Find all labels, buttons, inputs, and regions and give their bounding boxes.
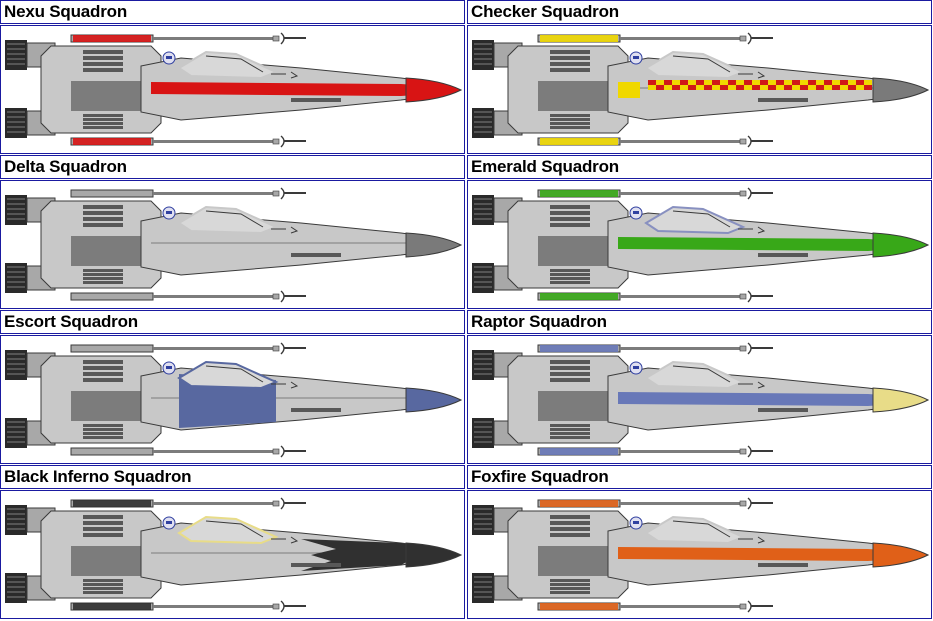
panel-title-bar: Raptor Squadron bbox=[467, 310, 932, 334]
ship-view bbox=[0, 490, 465, 619]
squadron-title: Foxfire Squadron bbox=[471, 467, 609, 486]
panel-checker-squadron: Checker Squadron bbox=[467, 0, 932, 154]
panel-black-inferno-squadron: Black Inferno Squadron bbox=[0, 465, 465, 619]
starfighter-illustration bbox=[5, 342, 463, 458]
ship-view bbox=[467, 25, 932, 154]
starfighter-illustration bbox=[472, 187, 930, 303]
squadron-title: Nexu Squadron bbox=[4, 2, 128, 21]
panel-emerald-squadron: Emerald Squadron bbox=[467, 155, 932, 309]
starfighter-illustration bbox=[5, 497, 463, 613]
squadron-title: Escort Squadron bbox=[4, 312, 138, 331]
panel-escort-squadron: Escort Squadron bbox=[0, 310, 465, 464]
panel-title-bar: Escort Squadron bbox=[0, 310, 465, 334]
starfighter-illustration bbox=[5, 187, 463, 303]
panel-title-bar: Checker Squadron bbox=[467, 0, 932, 24]
starfighter-illustration bbox=[472, 497, 930, 613]
ship-view bbox=[467, 335, 932, 464]
ship-view bbox=[467, 490, 932, 619]
starfighter-illustration bbox=[5, 32, 463, 148]
starfighter-illustration bbox=[472, 32, 930, 148]
squadron-title: Delta Squadron bbox=[4, 157, 127, 176]
panel-raptor-squadron: Raptor Squadron bbox=[467, 310, 932, 464]
panel-title-bar: Nexu Squadron bbox=[0, 0, 465, 24]
ship-view bbox=[0, 335, 465, 464]
panel-title-bar: Foxfire Squadron bbox=[467, 465, 932, 489]
panel-title-bar: Emerald Squadron bbox=[467, 155, 932, 179]
squadron-title: Emerald Squadron bbox=[471, 157, 619, 176]
ship-view bbox=[0, 25, 465, 154]
squadron-title: Black Inferno Squadron bbox=[4, 467, 192, 486]
squadron-title: Checker Squadron bbox=[471, 2, 619, 21]
ship-view bbox=[467, 180, 932, 309]
starfighter-illustration bbox=[472, 342, 930, 458]
panel-title-bar: Delta Squadron bbox=[0, 155, 465, 179]
panel-delta-squadron: Delta Squadron bbox=[0, 155, 465, 309]
panel-nexu-squadron: Nexu Squadron bbox=[0, 0, 465, 154]
panel-foxfire-squadron: Foxfire Squadron bbox=[467, 465, 932, 619]
squadron-title: Raptor Squadron bbox=[471, 312, 607, 331]
panel-title-bar: Black Inferno Squadron bbox=[0, 465, 465, 489]
ship-view bbox=[0, 180, 465, 309]
